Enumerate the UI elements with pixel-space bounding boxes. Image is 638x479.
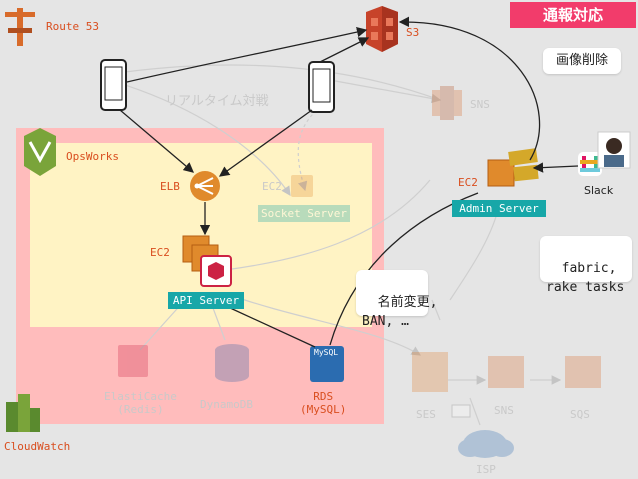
user-avatar (597, 131, 631, 169)
slack-icon (578, 152, 602, 176)
sns-top-label: SNS (470, 98, 490, 111)
rename-ban-callout: 名前変更, BAN, … (356, 270, 437, 329)
route53-icon (5, 8, 35, 46)
api-server-tag: API Server (168, 292, 244, 309)
sqs-label: SQS (570, 408, 590, 421)
dynamodb-label: DynamoDB (200, 398, 253, 411)
cloudwatch-icon (6, 394, 40, 432)
ec2-socket-label: EC2 (262, 180, 282, 193)
opsworks-icon (24, 128, 56, 176)
arrow-phone-to-elb (119, 109, 194, 173)
sns-bottom-label: SNS (494, 404, 514, 417)
arrow-slack-to-admin (532, 162, 579, 173)
line-api-to-rds (227, 306, 316, 348)
arrow-phone2-to-elb (218, 109, 313, 177)
arrow-phone2-to-s3 (319, 37, 370, 63)
elasticache-label: ElastiCache (Redis) (104, 390, 177, 416)
fabric-callout: fabric, rake tasks (540, 236, 632, 295)
slack-label: Slack (584, 184, 614, 197)
opsworks-label: OpsWorks (66, 150, 119, 163)
ses-label: SES (416, 408, 436, 421)
banner-text: 通報対応 (542, 6, 603, 24)
image-delete-callout: 画像削除 (543, 48, 621, 74)
admin-ec2-icon (487, 148, 539, 187)
api-ec2-icon (182, 235, 232, 287)
rds-icon (310, 346, 344, 382)
s3-icon (366, 6, 398, 52)
ec2-admin-label: EC2 (458, 176, 478, 189)
arrow-phone-to-s3 (126, 26, 368, 83)
elb-icon (190, 171, 220, 201)
rename-ban-text: 名前変更, BAN, … (362, 295, 438, 329)
smartphone-left-icon (100, 59, 127, 111)
fabric-text: fabric, rake tasks (546, 261, 625, 295)
socket-server-tag: Socket Server (258, 205, 350, 222)
realtime-label: リアルタイム対戦 (165, 94, 269, 109)
alert-banner: 通報対応 (510, 2, 636, 28)
cloudwatch-label: CloudWatch (4, 440, 71, 453)
isp-label: ISP (476, 463, 496, 476)
elb-label: ELB (160, 180, 180, 193)
rds-label: RDS (MySQL) (300, 390, 347, 416)
s3-label: S3 (406, 26, 420, 39)
arrow-admin-to-s3 (398, 16, 541, 161)
image-delete-text: 画像削除 (555, 53, 608, 68)
route53-label: Route 53 (46, 20, 99, 33)
smartphone-right-icon (308, 61, 335, 113)
mysql-badge: MySQL (314, 348, 339, 357)
ec2-api-label: EC2 (150, 246, 170, 259)
admin-server-tag: Admin Server (452, 200, 546, 217)
